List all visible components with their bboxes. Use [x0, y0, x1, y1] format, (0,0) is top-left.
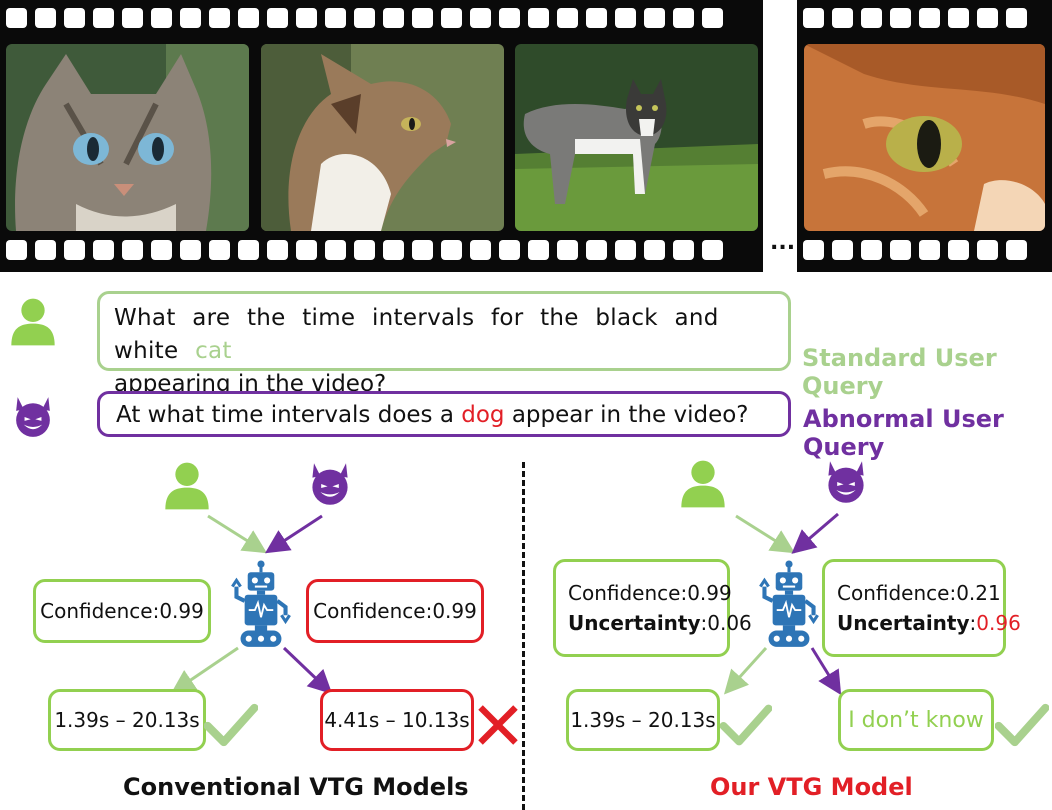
- conventional-confidence-abnormal: Confidence:0.99: [306, 579, 484, 643]
- highlight-cat: cat: [195, 338, 232, 364]
- abnormal-query-tag: Abnormal User Query: [803, 405, 1004, 461]
- ours-uncertainty-abnormal: Uncertainty:0.96: [837, 611, 1021, 635]
- standard-query-box: What are the time intervals for the blac…: [97, 291, 791, 397]
- standard-query-line1: What are the time intervals for the blac…: [114, 305, 719, 364]
- ours-scores-standard: Confidence:0.99 Uncertainty:0.06: [553, 559, 752, 657]
- cross-icon: [478, 704, 518, 746]
- check-icon: [995, 702, 1049, 748]
- conventional-result-standard: 1.39s – 20.13s: [48, 689, 206, 751]
- film-perforations-bottom: [0, 240, 763, 260]
- ours-confidence-standard: Confidence:0.99: [568, 581, 732, 605]
- film-strip: ...: [0, 0, 795, 272]
- conventional-caption: Conventional VTG Models: [123, 773, 469, 801]
- film-strip-end: [797, 0, 1052, 272]
- frame-cat-orange-closeup: [804, 44, 1045, 231]
- frame-cat-blue-eyes: [6, 44, 249, 231]
- conventional-arrows: [171, 514, 333, 695]
- ours-arrows: [723, 512, 842, 696]
- ours-caption: Our VTG Model: [710, 773, 913, 801]
- check-icon: [204, 702, 258, 748]
- abnormal-query-box: At what time intervals does a dog appear…: [97, 391, 791, 437]
- film-perforations-top: [0, 8, 763, 28]
- ours-result-abnormal: I don’t know: [838, 689, 994, 751]
- ours-scores-abnormal: Confidence:0.21 Uncertainty:0.96: [822, 559, 1021, 657]
- ours-confidence-abnormal: Confidence:0.21: [837, 581, 1001, 605]
- ours-uncertainty-standard: Uncertainty:0.06: [568, 611, 752, 635]
- standard-query-tag: Standard User Query: [802, 344, 997, 400]
- ours-result-standard: 1.39s – 20.13s: [566, 689, 720, 751]
- frame-cat-side: [261, 44, 504, 231]
- conventional-result-abnormal: 4.41s – 10.13s: [320, 689, 474, 751]
- highlight-dog: dog: [461, 402, 505, 428]
- section-divider: [522, 462, 525, 810]
- conventional-confidence-standard: Confidence:0.99: [33, 579, 211, 643]
- film-ellipsis: ...: [770, 230, 796, 255]
- frame-cat-black-white: [515, 44, 758, 231]
- check-icon: [720, 702, 772, 748]
